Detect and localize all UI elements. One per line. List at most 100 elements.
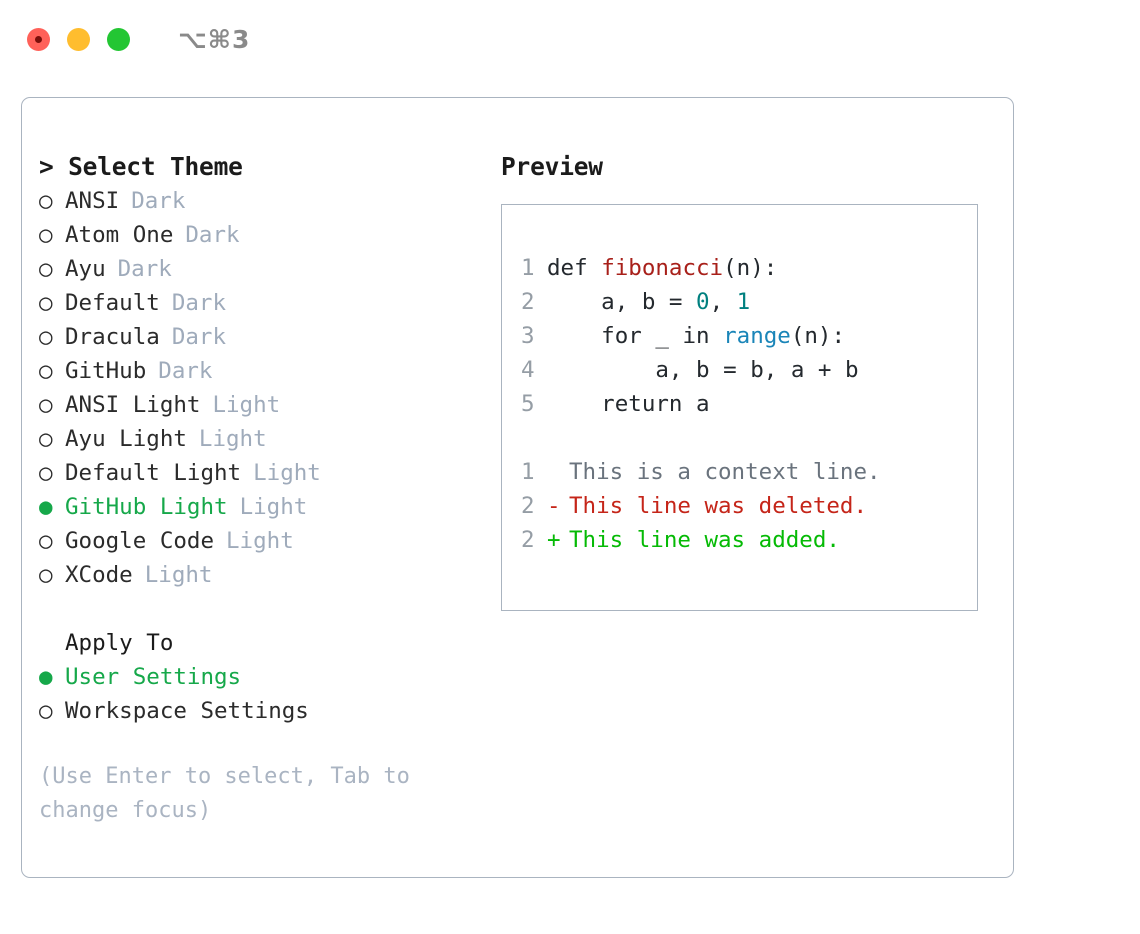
code-line: 5 return a: [521, 387, 969, 421]
code-token-num: 0: [696, 289, 710, 315]
code-line-text: a, b = 0, 1: [547, 285, 750, 319]
code-token-built: range: [723, 323, 791, 349]
theme-name-label: XCode: [65, 562, 133, 588]
minimize-window-icon[interactable]: [67, 27, 90, 51]
theme-option-github[interactable]: ○ GitHub Dark: [39, 354, 489, 388]
diff-sign: [547, 455, 569, 489]
code-line-number: 5: [521, 391, 535, 417]
code-token-plain: (n):: [723, 255, 778, 281]
code-line-text: def fibonacci(n):: [547, 251, 777, 285]
code-token-plain: ,: [709, 289, 737, 315]
code-token-num: 1: [736, 289, 751, 315]
diff-line-number: 2: [521, 493, 535, 519]
code-line: 3 for _ in range(n):: [521, 319, 969, 353]
theme-option-xcode[interactable]: ○ XCode Light: [39, 558, 489, 592]
radio-unselected-icon: ○: [39, 426, 53, 452]
code-token-plain: for _ in: [547, 323, 724, 349]
theme-name-label: GitHub: [65, 358, 147, 384]
apply-to-options[interactable]: ●User Settings○Workspace Settings: [39, 660, 489, 728]
theme-option-google-code[interactable]: ○ Google Code Light: [39, 524, 489, 558]
preview-heading: Preview: [501, 152, 603, 181]
radio-unselected-icon: ○: [39, 528, 53, 554]
apply-to-heading: Apply To: [65, 630, 174, 656]
code-token-plain: return a: [547, 391, 710, 417]
diff-line-del: 2-This line was deleted.: [521, 489, 969, 523]
theme-name-label: Default: [65, 290, 160, 316]
code-token-plain: def: [547, 255, 602, 281]
radio-selected-icon: ●: [39, 494, 53, 520]
code-token-plain: a, b = b, a + b: [547, 357, 859, 383]
apply-to-section: Apply To ●User Settings○Workspace Settin…: [39, 626, 489, 728]
close-window-icon[interactable]: [27, 27, 50, 51]
theme-option-ansi[interactable]: ○ ANSI Dark: [39, 184, 489, 218]
code-token-plain: a, b =: [547, 289, 697, 315]
code-line-number: 2: [521, 289, 535, 315]
theme-name-label: Default Light: [65, 460, 242, 486]
radio-unselected-icon: ○: [39, 290, 53, 316]
theme-variant-tag: Dark: [117, 256, 172, 282]
select-theme-heading: > Select Theme: [39, 152, 243, 181]
radio-unselected-icon: ○: [39, 358, 53, 384]
theme-name-label: Atom One: [65, 222, 174, 248]
maximize-window-icon[interactable]: [107, 27, 130, 51]
radio-unselected-icon: ○: [39, 324, 53, 350]
code-line-text: a, b = b, a + b: [547, 353, 859, 387]
radio-unselected-icon: ○: [39, 256, 53, 282]
theme-variant-tag: Dark: [131, 188, 186, 214]
radio-unselected-icon: ○: [39, 222, 53, 248]
window-controls: [27, 27, 130, 51]
diff-sign: -: [547, 493, 561, 519]
code-line: 1 def fibonacci(n):: [521, 251, 969, 285]
keyboard-hint-text: (Use Enter to select, Tab to change focu…: [39, 764, 410, 823]
theme-variant-tag: Dark: [185, 222, 240, 248]
title-bar: ⌥⌘3: [0, 0, 1140, 78]
theme-option-dracula[interactable]: ○ Dracula Dark: [39, 320, 489, 354]
radio-unselected-icon: ○: [39, 188, 53, 214]
diff-line-number: 1: [521, 459, 535, 485]
theme-name-label: Google Code: [65, 528, 215, 554]
diff-line-text: This line was added.: [569, 527, 840, 553]
code-line-text: for _ in range(n):: [547, 319, 845, 353]
code-line-number: 3: [521, 323, 535, 349]
theme-name-label: Ayu: [65, 256, 106, 282]
theme-variant-tag: Light: [212, 392, 281, 418]
theme-option-default[interactable]: ○ Default Dark: [39, 286, 489, 320]
radio-unselected-icon: ○: [39, 392, 53, 418]
theme-variant-tag: Light: [226, 528, 294, 554]
code-line-number: 1: [521, 255, 535, 281]
radio-unselected-icon: ○: [39, 460, 53, 486]
theme-variant-tag: Dark: [158, 358, 213, 384]
code-line: 2 a, b = 0, 1: [521, 285, 969, 319]
code-token-plain: (n):: [790, 323, 846, 349]
theme-name-label: ANSI Light: [65, 392, 201, 418]
radio-unselected-icon: ○: [39, 562, 53, 588]
diff-line-text: This line was deleted.: [569, 493, 868, 519]
theme-option-atom-one[interactable]: ○ Atom One Dark: [39, 218, 489, 252]
theme-name-label: ANSI: [65, 188, 120, 214]
code-line: 4 a, b = b, a + b: [521, 353, 969, 387]
theme-variant-tag: Light: [144, 562, 213, 588]
theme-option-ayu[interactable]: ○ Ayu Dark: [39, 252, 489, 286]
theme-variant-tag: Dark: [171, 290, 227, 316]
theme-name-label: Dracula: [65, 324, 160, 350]
code-token-func: fibonacci: [601, 255, 724, 281]
diff-sign: +: [547, 527, 561, 553]
apply-to-option-user-settings[interactable]: ●User Settings: [39, 660, 489, 694]
theme-variant-tag: Light: [239, 494, 308, 520]
theme-option-ansi-light[interactable]: ○ ANSI Light Light: [39, 388, 489, 422]
code-line-number: 4: [521, 357, 535, 383]
apply-to-option-workspace-settings[interactable]: ○Workspace Settings: [39, 694, 489, 728]
theme-variant-tag: Dark: [171, 324, 227, 350]
theme-variant-tag: Light: [253, 460, 321, 486]
theme-option-default-light[interactable]: ○ Default Light Light: [39, 456, 489, 490]
code-line-text: return a: [547, 387, 710, 421]
diff-line-text: This is a context line.: [569, 459, 881, 485]
